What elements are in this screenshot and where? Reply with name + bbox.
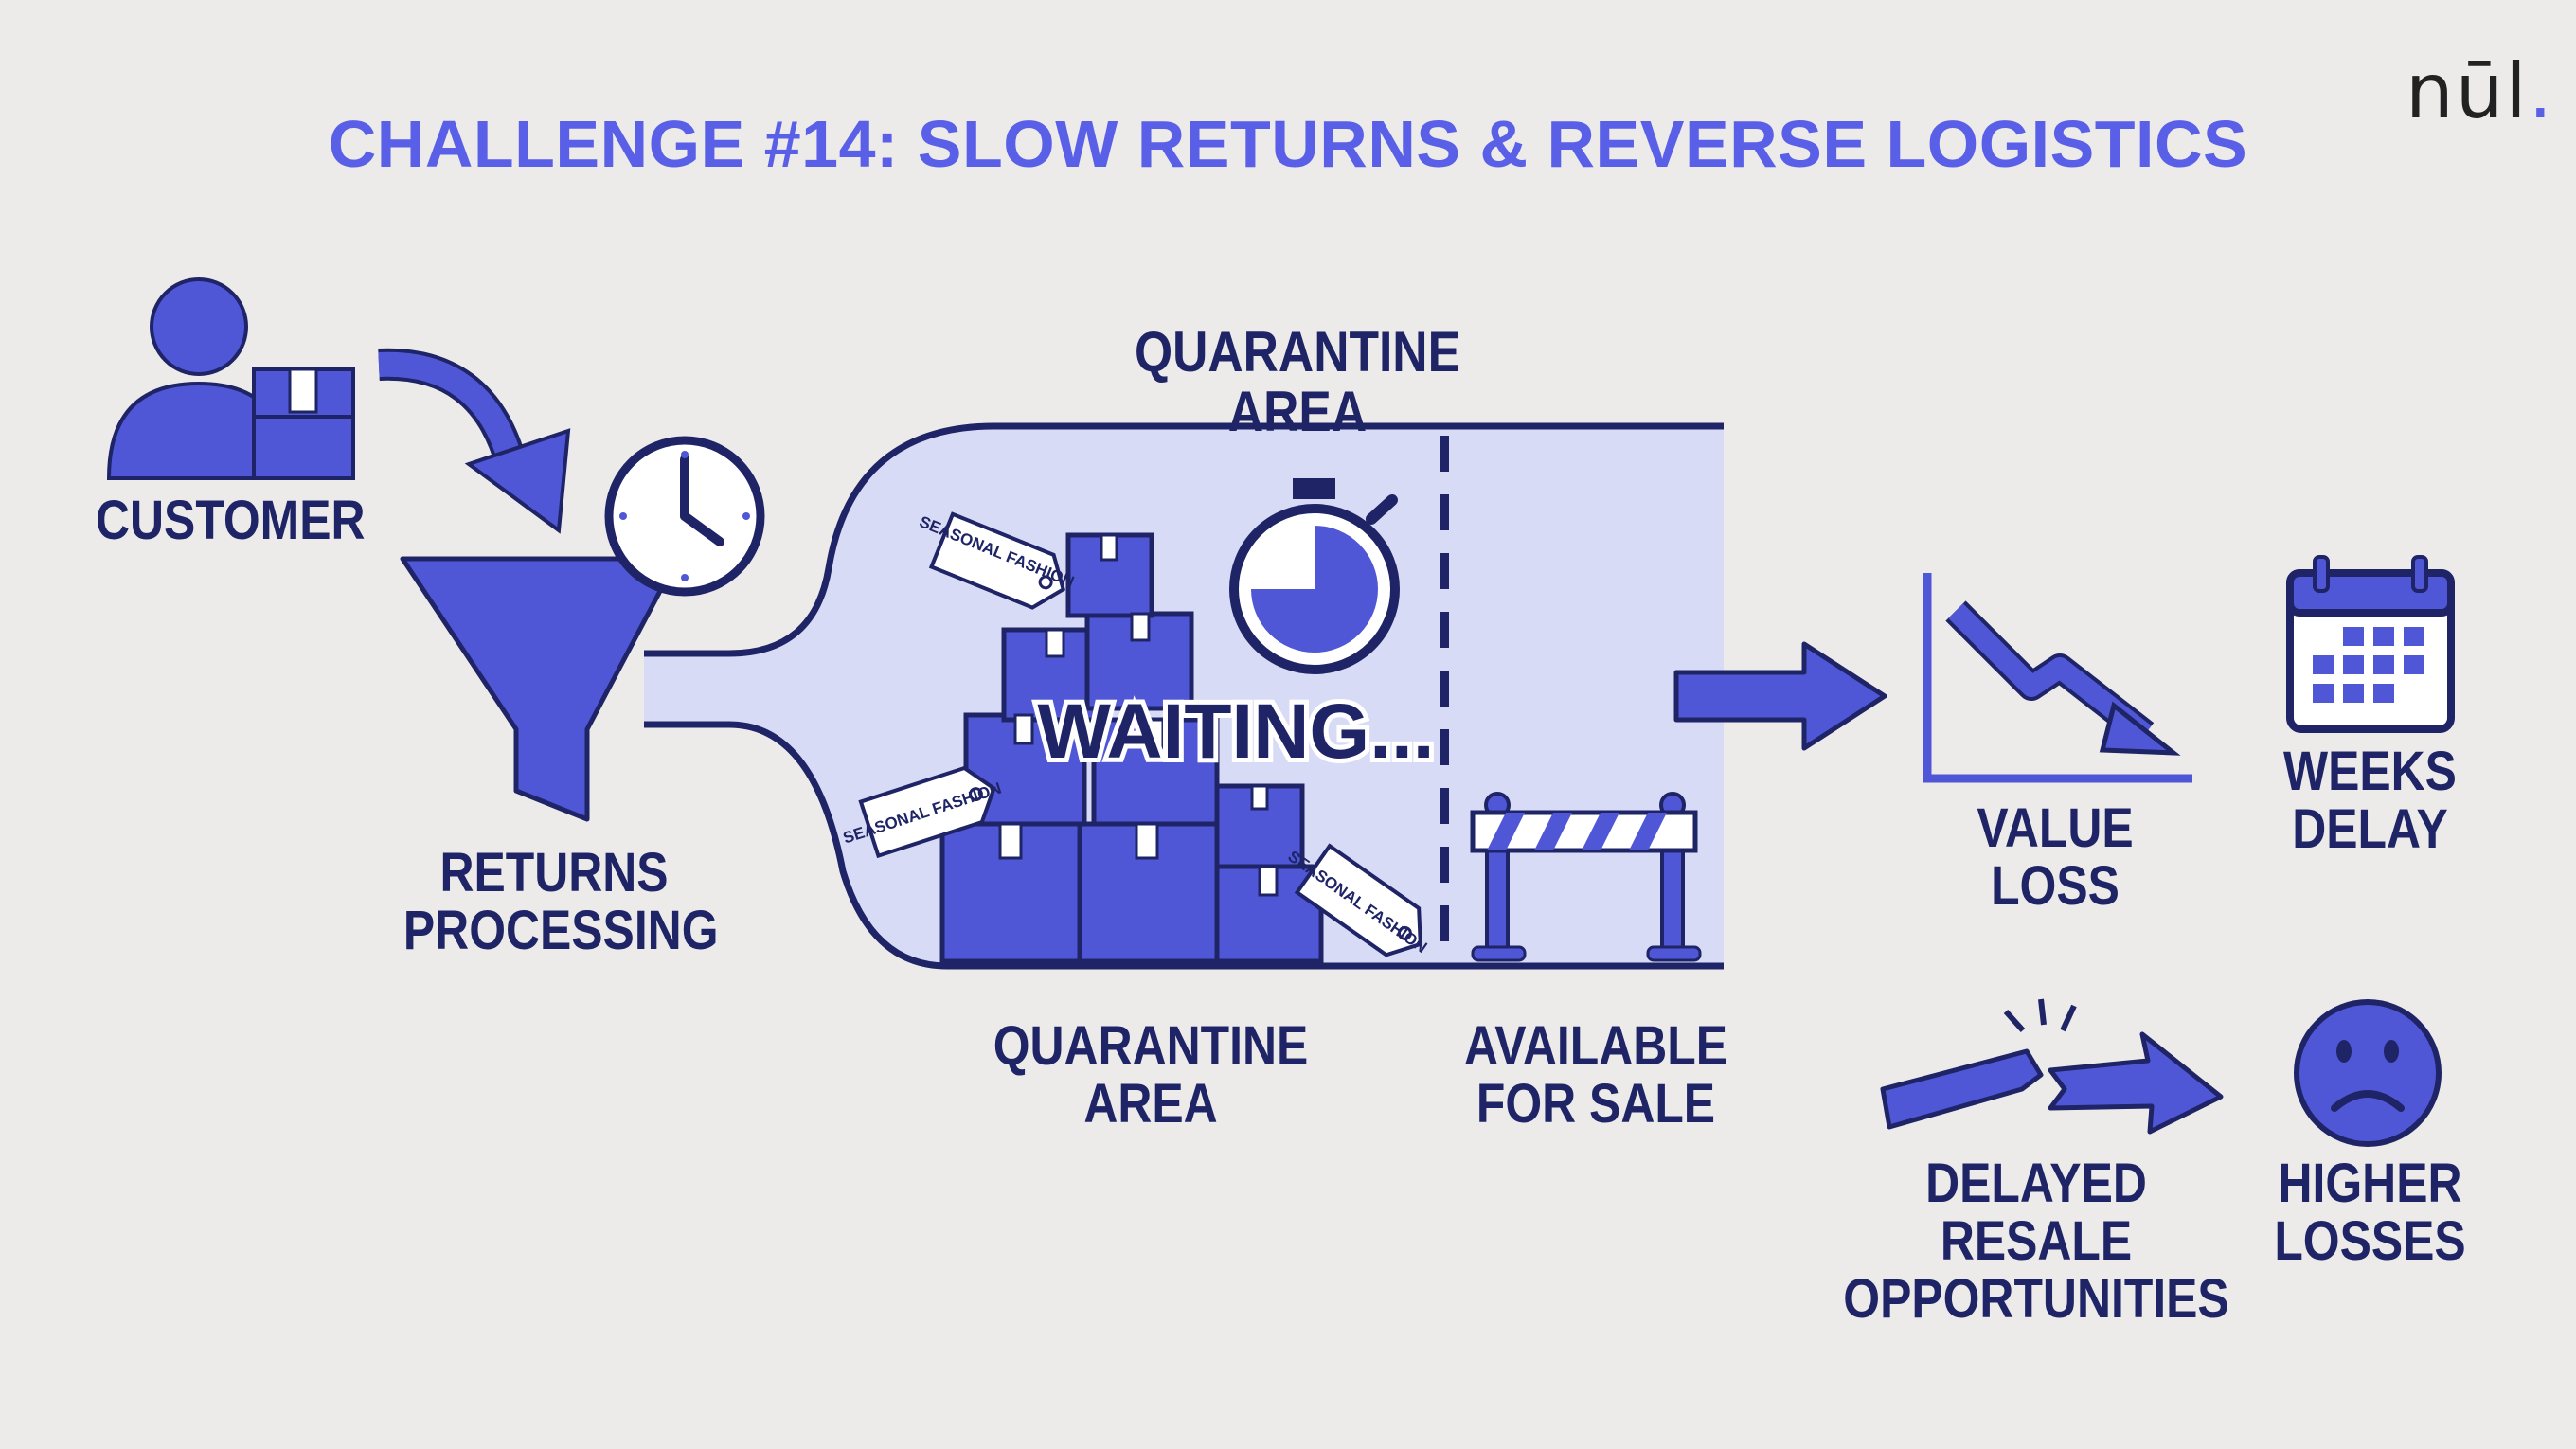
person-icon	[106, 277, 292, 480]
package-icon	[252, 367, 355, 480]
box-tape	[998, 533, 1279, 897]
returns-processing-label: RETURNS PROCESSING	[402, 842, 719, 961]
waiting-label: WAITING...	[1037, 689, 1434, 775]
customer-label: CUSTOMER	[96, 490, 366, 551]
sad-face-icon	[2294, 999, 2442, 1147]
right-arrow-icon	[1673, 641, 1887, 751]
page-title: CHALLENGE #14: SLOW RETURNS & REVERSE LO…	[328, 107, 2248, 181]
weeks-delay-label: WEEKS DELAY	[2283, 741, 2457, 860]
stopwatch-icon	[1229, 478, 1400, 674]
delayed-resale-label: DELAYED RESALE OPPORTUNITIES	[1843, 1153, 2229, 1330]
funnel-icon	[400, 556, 680, 822]
value-loss-label: VALUE LOSS	[1977, 797, 2134, 917]
calendar-icon	[2286, 555, 2455, 733]
quarantine-area-label: QUARANTINE AREA	[993, 1015, 1309, 1135]
clock-icon	[604, 436, 765, 597]
available-for-sale-label: AVAILABLE FOR SALE	[1463, 1015, 1728, 1135]
higher-losses-label: HIGHER LOSSES	[2274, 1153, 2466, 1272]
brand-logo: nūl.	[2406, 47, 2555, 135]
broken-arrow-icon	[1880, 998, 2224, 1135]
quarantine-area-title: QUARANTINE AREA	[1135, 320, 1460, 443]
declining-chart-icon	[1923, 573, 2192, 783]
barrier-icon	[1470, 792, 1702, 962]
curved-arrow-icon	[378, 348, 571, 534]
